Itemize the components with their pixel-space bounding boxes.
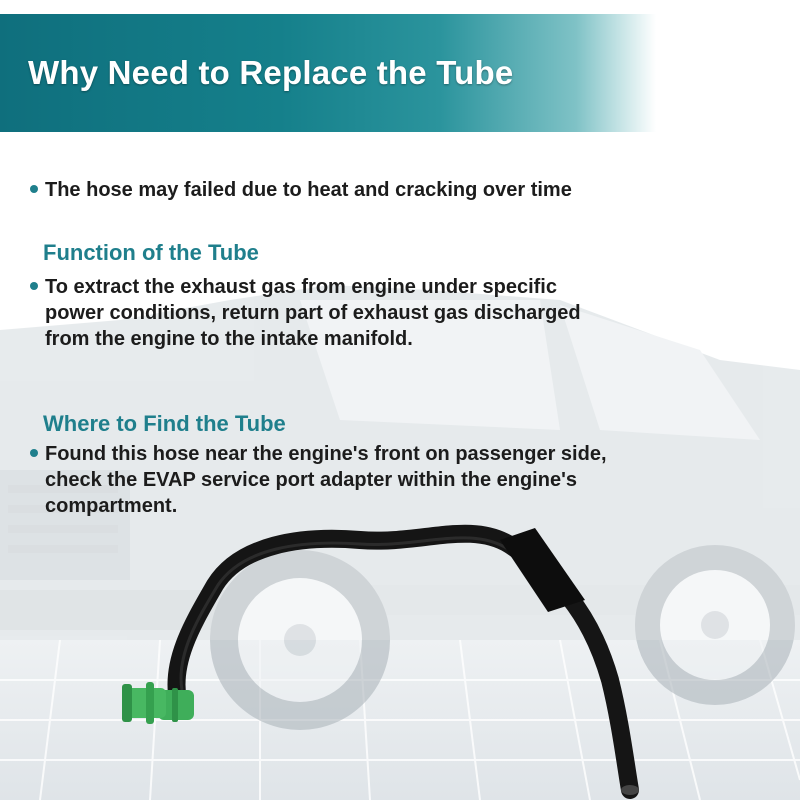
bullet-location-line: check the EVAP service port adapter with… [45,469,577,491]
hose-sleeve [500,528,585,612]
bullet-dot-icon [30,449,38,457]
bullet-dot-icon [30,185,38,193]
bullet-location-line: Found this hose near the engine's front … [45,443,607,465]
bullet-reason-text: The hose may failed due to heat and crac… [45,179,572,201]
title-banner [0,14,800,132]
heading-function: Function of the Tube [43,240,259,265]
page-title: Why Need to Replace the Tube [28,54,514,91]
bullet-function-line: power conditions, return part of exhaust… [45,302,581,324]
bullet-location-line: compartment. [45,495,178,517]
bullet-function-line: To extract the exhaust gas from engine u… [45,276,557,298]
heading-location: Where to Find the Tube [43,411,286,436]
bullet-function-line: from the engine to the intake manifold. [45,328,413,350]
hose-product [122,524,639,799]
bullet-location: Found this hose near the engine's front … [30,441,750,519]
truck-silhouette [0,285,800,730]
bullet-function: To extract the exhaust gas from engine u… [30,274,730,352]
bullet-location-text: Found this hose near the engine's front … [45,441,607,519]
bullet-reason: The hose may failed due to heat and crac… [30,177,572,203]
green-connector [122,682,194,724]
bullet-dot-icon [30,282,38,290]
bullet-function-text: To extract the exhaust gas from engine u… [45,274,581,352]
